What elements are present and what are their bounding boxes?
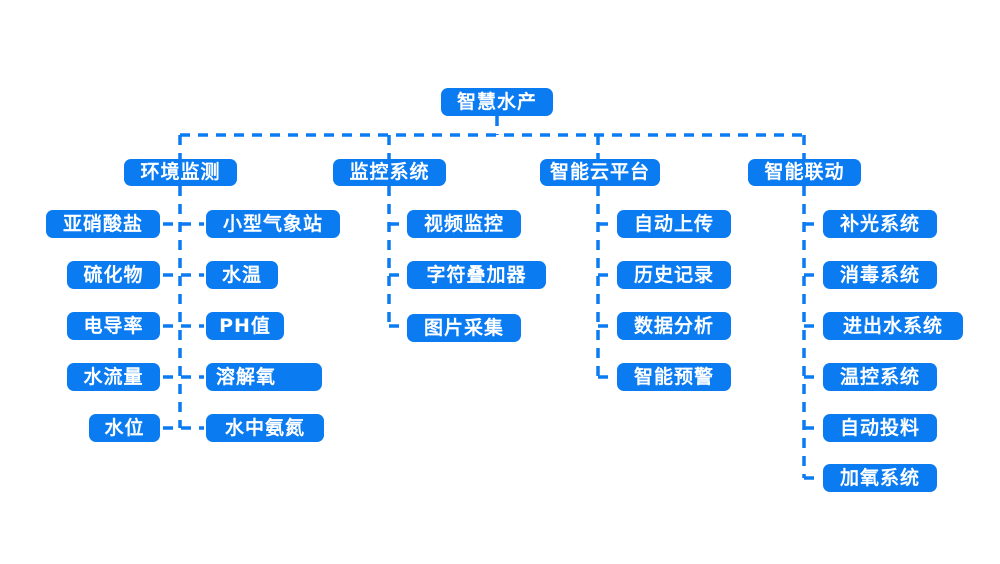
- node-water-flow[interactable]: 水流量: [67, 363, 160, 391]
- node-sulfide[interactable]: 硫化物: [67, 261, 160, 289]
- node-history-record[interactable]: 历史记录: [617, 261, 731, 289]
- node-water-level[interactable]: 水位: [89, 414, 160, 442]
- node-monitoring-system[interactable]: 监控系统: [333, 159, 446, 186]
- node-env-monitoring[interactable]: 环境监测: [124, 159, 237, 186]
- node-temperature-control-system[interactable]: 温控系统: [823, 363, 937, 391]
- node-auto-feeding[interactable]: 自动投料: [823, 414, 937, 442]
- node-root-smart-aquaculture[interactable]: 智慧水产: [441, 88, 553, 116]
- node-cloud-platform[interactable]: 智能云平台: [540, 159, 660, 186]
- node-data-analysis[interactable]: 数据分析: [617, 312, 731, 340]
- node-ammonia-nitrogen[interactable]: 水中氨氮: [206, 414, 324, 442]
- node-weather-station[interactable]: 小型气象站: [206, 210, 340, 238]
- node-video-monitoring[interactable]: 视频监控: [407, 210, 521, 238]
- node-water-inout-system[interactable]: 进出水系统: [823, 312, 963, 340]
- node-conductivity[interactable]: 电导率: [67, 312, 160, 340]
- node-nitrite[interactable]: 亚硝酸盐: [46, 210, 160, 238]
- node-dissolved-oxygen[interactable]: 溶解氧: [206, 363, 322, 391]
- node-ph-value[interactable]: PH值: [206, 312, 284, 340]
- node-smart-warning[interactable]: 智能预警: [617, 363, 731, 391]
- node-oxygen-system[interactable]: 加氧系统: [823, 464, 937, 492]
- node-auto-upload[interactable]: 自动上传: [617, 210, 731, 238]
- node-disinfection-system[interactable]: 消毒系统: [823, 261, 937, 289]
- node-light-system[interactable]: 补光系统: [823, 210, 937, 238]
- node-smart-linkage[interactable]: 智能联动: [748, 159, 861, 186]
- node-image-capture[interactable]: 图片采集: [407, 314, 521, 342]
- node-character-overlay[interactable]: 字符叠加器: [407, 261, 546, 289]
- node-water-temperature[interactable]: 水温: [206, 261, 278, 289]
